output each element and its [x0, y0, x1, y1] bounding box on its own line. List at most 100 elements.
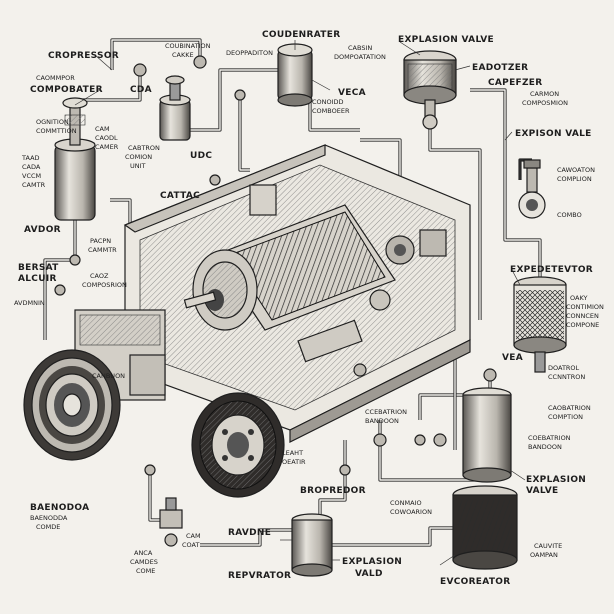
note-oaky-3: CONNCEN [566, 312, 599, 320]
label-bersat-alcuir-1: BERSAT [18, 263, 59, 273]
leader-lines [74, 40, 526, 566]
note-leaht-1: LEAHT [282, 449, 303, 457]
label-repvrator: REPVRATOR [228, 571, 291, 581]
note-caobatrion-1: CAOBATRION [548, 404, 591, 412]
note-conoidd-1: CONOIDD [312, 98, 344, 106]
drive-wheel [191, 392, 285, 498]
label-explasion-valve-2b: VALVE [526, 486, 558, 496]
note-cabtron-2: COMION [125, 153, 152, 161]
bottom-left-valve [159, 497, 183, 547]
note-coubination-2: CAKKE [172, 51, 194, 59]
label-expison-vale: EXPISON VALE [515, 129, 592, 139]
upper-valve [159, 75, 191, 141]
label-udc: UDC [190, 151, 212, 161]
receiver-tank [462, 387, 512, 483]
label-veca: VECA [338, 88, 366, 98]
filter-drier [513, 276, 567, 373]
note-caommpor-3: COMMTTION [36, 127, 77, 135]
note-alhnin: AVDMNIN [14, 299, 45, 307]
condenser-cylinder [277, 43, 313, 107]
note-conmaio-2: COWOARION [390, 508, 432, 516]
electric-motor [183, 184, 447, 363]
pressure-gauge [518, 159, 546, 219]
label-cattac: CATTAC [160, 191, 200, 201]
note-centros-2: BANDOON [528, 443, 562, 451]
note-tap-1: TAAD [21, 154, 40, 162]
accumulator-tank [54, 97, 96, 221]
note-baen-2: COMDE [36, 523, 60, 531]
note-caobatrion-2: COMPTION [548, 413, 583, 421]
label-baenodoa: BAENODOA [30, 503, 89, 513]
note-cauvite-1: CAUVITE [534, 542, 562, 550]
note-anca-1: ANCA [134, 549, 153, 557]
label-explasion-vald-1: EXPLASION [342, 557, 402, 567]
note-deoppaditon: DEOPPADITON [226, 49, 273, 57]
note-baen-1: BAENODDA [30, 514, 68, 522]
note-cauvite-2: OAMPAN [530, 551, 558, 559]
note-tap-3: VCCM [22, 172, 41, 180]
note-cam-2: CAODL [95, 134, 118, 142]
label-eadotzer: EADOTZER [472, 63, 528, 73]
evaporator-drum [452, 485, 518, 570]
note-pacpn-2: CAMMTR [88, 246, 117, 254]
note-canbuon-1: CANBUON [92, 372, 125, 380]
label-explasion-valve: EXPLASION VALVE [398, 35, 494, 45]
note-cabsin-2: DOMPOATATION [334, 53, 386, 61]
label-expedetevtor: EXPEDETEVTOR [510, 265, 593, 275]
label-explasion-vald-2: VALD [355, 569, 383, 579]
note-carmon-2: COMPOSMION [522, 99, 568, 107]
note-cawoaton-2: COMPLION [557, 175, 592, 183]
note-labels: COUBINATION CAKKE DEOPPADITON CABSIN DOM… [14, 42, 604, 575]
expansion-valve-top [403, 50, 457, 130]
label-capefzer: CAPEFZER [488, 78, 542, 88]
component-labels: CROPRESSOR COMPOBATER COUDENRATER EXPLAS… [18, 30, 593, 587]
refrigerant-pipes [43, 38, 542, 547]
note-tap-4: CAMTR [22, 181, 46, 189]
note-oaky-2: CONTIMION [566, 303, 604, 311]
note-cam2-1: CAM [186, 532, 201, 540]
label-cda: CDA [130, 85, 152, 95]
note-centros-1: COEBATRION [528, 434, 571, 442]
pulley-assembly [23, 309, 166, 461]
note-oaky-4: COMPONE [566, 321, 599, 329]
label-compobater: COMPOBATER [30, 85, 103, 95]
label-coudenrater: COUDENRATER [262, 30, 340, 40]
note-tap-2: CADA [22, 163, 41, 171]
note-cam2-2: COAT [182, 541, 199, 549]
note-carmon-1: CARMON [530, 90, 559, 98]
note-conmaio-1: CONMAIO [390, 499, 422, 507]
note-cabtron-3: UNIT [130, 162, 146, 170]
note-coebatrion-2: BANDOON [365, 417, 399, 425]
label-avdor: AVDOR [24, 225, 61, 235]
label-cropressor: CROPRESSOR [48, 51, 119, 61]
note-cam-3: CAMER [95, 143, 119, 151]
note-caommpor-1: CAOMMPOR [36, 74, 75, 82]
note-anca-3: COME [136, 567, 155, 575]
label-explasion-valve-2a: EXPLASION [526, 475, 586, 485]
note-oaky-1: OAKY [570, 294, 587, 302]
label-vea: VEA [502, 353, 523, 363]
label-bersat-alcuir-2: ALCUIR [18, 274, 57, 284]
note-cawoaton-1: CAWOATON [557, 166, 595, 174]
note-doatrol-2: CCNNTRON [548, 373, 585, 381]
note-cabsin-1: CABSIN [348, 44, 372, 52]
note-cabtron-1: CABTRON [128, 144, 160, 152]
note-doatrol-1: DOATROL [548, 364, 580, 372]
label-bropredor: BROPREDOR [300, 486, 366, 496]
label-ravdne: RAVDNE [228, 528, 271, 538]
note-conoidd-2: COMBOEER [312, 107, 350, 115]
note-cawoaton-3: COMBO [557, 211, 582, 219]
note-caoz-2: COMPOSRION [82, 281, 127, 289]
note-anca-2: CAMDES [130, 558, 158, 566]
note-caommpor-2: OGNITION [36, 118, 69, 126]
note-pacpn-1: PACPN [90, 237, 111, 245]
note-cam-1: CAM [95, 125, 110, 133]
label-evcoreator: EVCOREATOR [440, 577, 510, 587]
note-leaht-2: OEATIR [282, 458, 306, 466]
note-caoz-1: CAOZ [90, 272, 109, 280]
fittings [54, 55, 497, 476]
note-coubination: COUBINATION [165, 42, 211, 50]
note-coebatrion-1: CCEBATRION [365, 408, 407, 416]
